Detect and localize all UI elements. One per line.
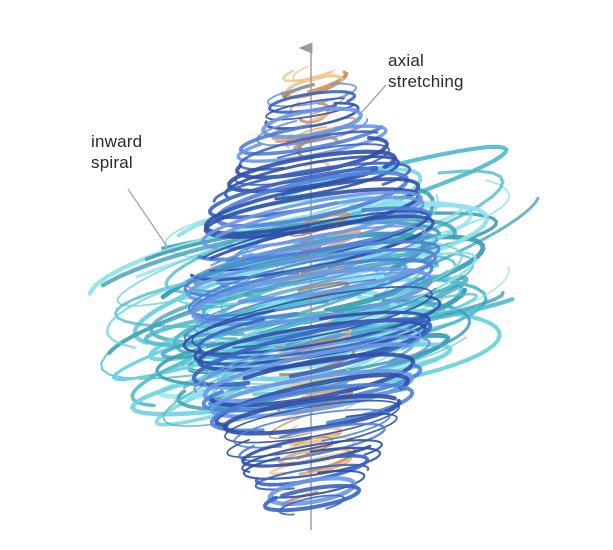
inward-spiral-label: inward spiral <box>91 132 143 172</box>
streamline <box>182 294 442 356</box>
streamline <box>154 384 317 427</box>
streamline <box>294 432 341 446</box>
streamline <box>252 308 502 396</box>
axial-stretching-leader-line <box>361 84 387 113</box>
streamline <box>183 240 441 298</box>
streamline <box>203 177 421 236</box>
streamline <box>241 439 384 473</box>
axial-stretching-label: axial stretching <box>388 51 464 91</box>
streamline <box>191 285 433 349</box>
streamline <box>191 317 433 387</box>
streamline <box>271 469 366 499</box>
streamline <box>183 278 437 346</box>
streamline <box>227 149 398 194</box>
streamline <box>254 463 370 491</box>
streamline <box>236 124 388 163</box>
inward-spiral-leader-line <box>127 188 169 249</box>
streamline <box>224 343 334 382</box>
streamline <box>233 408 391 449</box>
streamline <box>130 302 439 408</box>
streamline <box>233 143 391 186</box>
helical-vortex-streamlines <box>182 82 442 516</box>
streamline <box>197 206 432 262</box>
streamline <box>193 335 431 393</box>
streamline <box>222 393 402 436</box>
streamline <box>212 161 412 203</box>
streamline <box>295 446 357 473</box>
streamline <box>226 412 398 459</box>
streamline <box>241 436 372 468</box>
streamline <box>266 82 358 108</box>
streamline <box>215 195 425 259</box>
streamline <box>278 494 346 516</box>
streamline <box>254 454 370 487</box>
streamline <box>238 130 379 171</box>
streamline <box>319 298 471 376</box>
streamline <box>224 155 401 201</box>
streamline <box>148 293 479 378</box>
streamline <box>207 165 379 220</box>
streamline <box>190 266 434 327</box>
streamline <box>202 328 422 390</box>
streamline <box>267 476 357 507</box>
streamline <box>265 97 355 121</box>
streamline <box>200 190 424 250</box>
streamline <box>190 257 434 322</box>
